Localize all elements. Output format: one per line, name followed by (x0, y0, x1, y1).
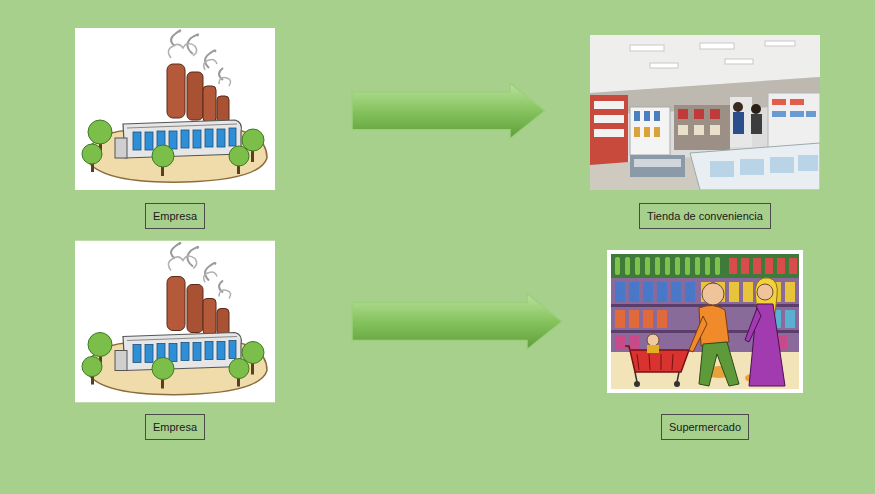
block-arrow (352, 294, 562, 350)
factory-picture (75, 240, 275, 403)
caption-box: Empresa (145, 203, 205, 229)
picture-node: Tienda de conveniencia (590, 35, 820, 229)
block-arrow (352, 83, 545, 139)
factory-picture (75, 28, 275, 190)
picture-node: Empresa (75, 240, 275, 440)
supermarket-picture (607, 250, 803, 393)
caption-box: Tienda de conveniencia (639, 203, 771, 229)
caption-box: Supermercado (661, 414, 749, 440)
caption-box: Empresa (145, 414, 205, 440)
picture-node: Supermercado (607, 250, 803, 440)
picture-node: Empresa (75, 28, 275, 229)
store-photo (590, 35, 820, 190)
